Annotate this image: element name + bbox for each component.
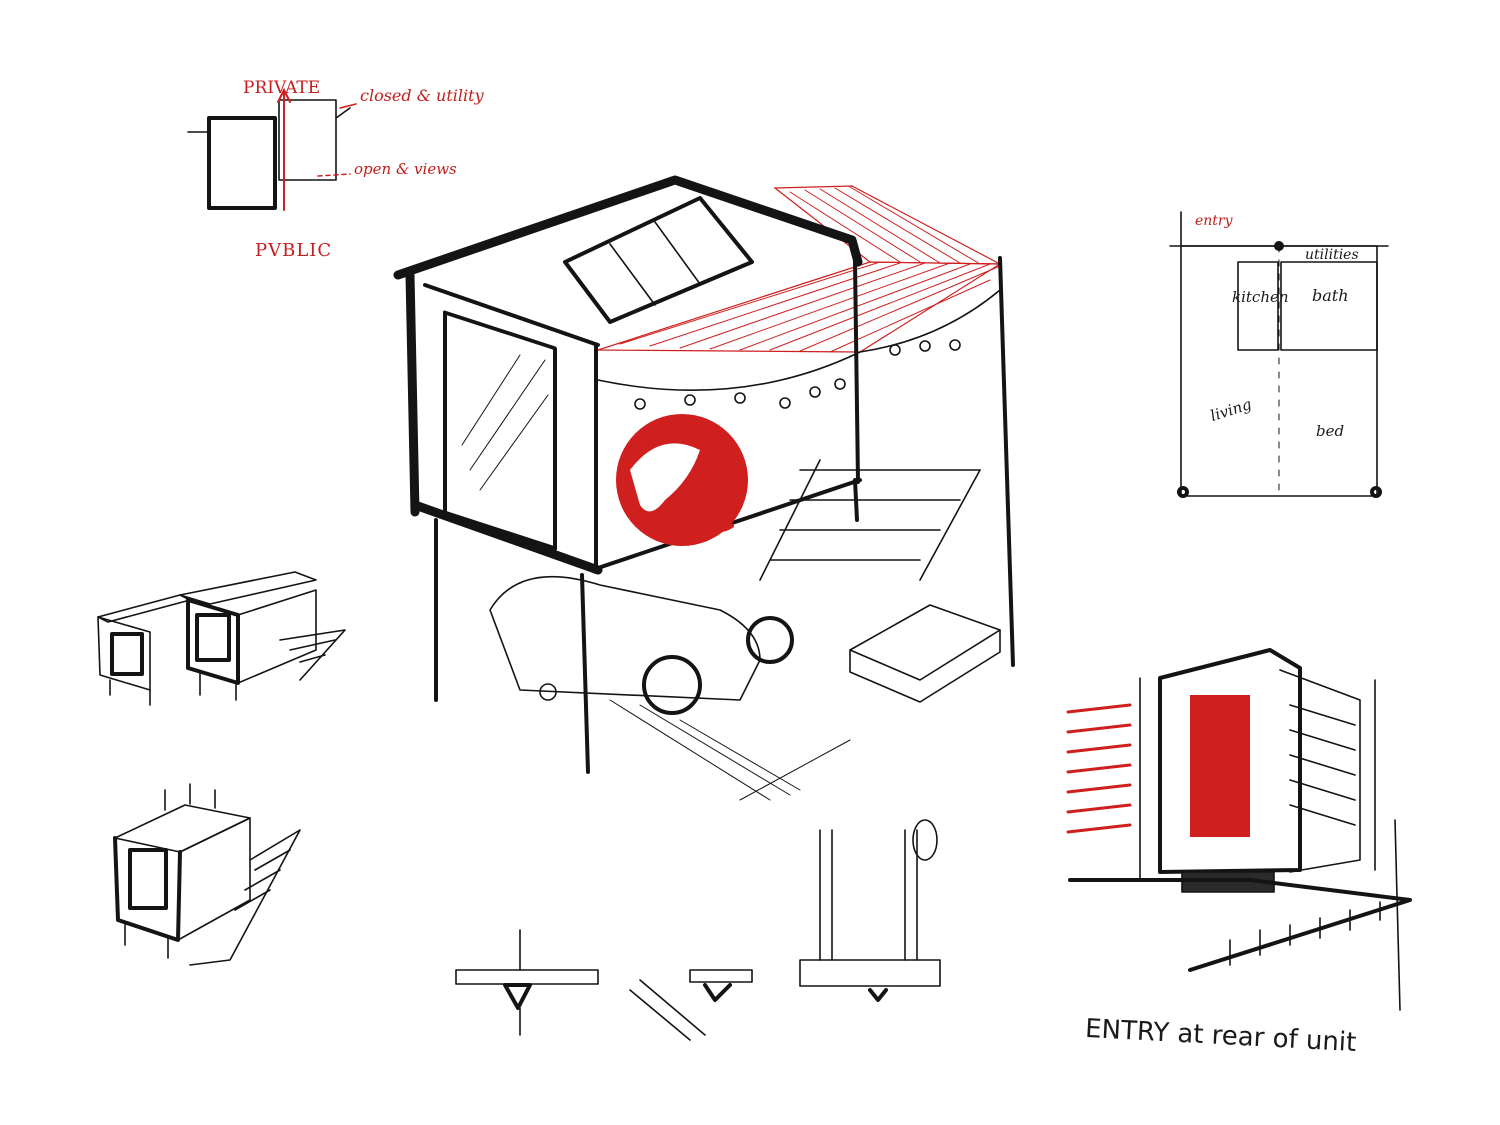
light-bulbs [634, 339, 961, 410]
label-closed-utility: closed & utility [360, 86, 484, 105]
floor-plan-column [1177, 486, 1189, 498]
zoning-leader [339, 103, 357, 109]
bath-room [1280, 261, 1378, 351]
container-bottom-edge [410, 500, 603, 575]
window-glare [461, 354, 549, 491]
zoning-public-box [207, 116, 277, 210]
parked-car [489, 575, 794, 715]
entry-detail [1066, 648, 1412, 1011]
stairs [759, 459, 981, 581]
label-bath: bath [1312, 286, 1349, 305]
entry-red-slats [1066, 703, 1132, 834]
zoning-private-box [278, 99, 337, 181]
floor-plan [1169, 211, 1389, 498]
zoning-arrow-head [277, 87, 291, 103]
entry-red-door [1190, 695, 1250, 837]
container-window [443, 310, 557, 551]
floor-plan-column [1274, 241, 1284, 251]
small-perspective-two-units [97, 571, 346, 706]
string-lights [597, 289, 1001, 392]
main-perspective [393, 175, 1015, 801]
label-private: PRIVATE [243, 78, 321, 98]
logo-emblem [616, 414, 748, 546]
zoning-diagram [187, 87, 357, 211]
container-left-corner [405, 270, 420, 517]
label-utilities: utilities [1305, 247, 1359, 263]
kitchen-room [1237, 261, 1279, 351]
zoning-leader [317, 173, 351, 177]
label-kitchen: kitchen [1232, 288, 1289, 306]
container-top-front [423, 283, 600, 347]
label-open-views: open & views [354, 160, 457, 178]
solar-panel [563, 196, 754, 324]
container-roof-edge [393, 175, 863, 280]
label-bed: bed [1316, 422, 1345, 440]
canopy-hatch [597, 185, 1003, 353]
support-posts [434, 256, 1015, 774]
planter-box [849, 604, 1001, 703]
zoning-tick [335, 107, 351, 119]
entry-frame [1068, 648, 1412, 1011]
ground-lines [609, 699, 851, 801]
label-public: PVBLIC [255, 240, 333, 261]
floor-plan-column [1370, 486, 1382, 498]
container-back-corner [853, 260, 860, 484]
connection-details [455, 819, 941, 1041]
label-entry: entry [1195, 213, 1233, 229]
small-perspective-single-unit [113, 783, 301, 966]
